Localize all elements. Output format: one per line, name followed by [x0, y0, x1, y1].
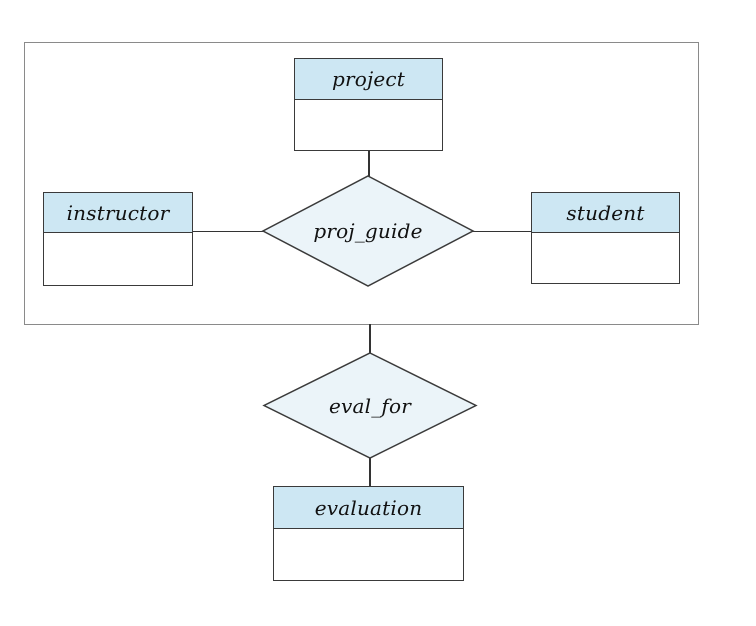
entity-evaluation-name: evaluation [274, 487, 463, 529]
entity-project-name: project [295, 59, 442, 100]
entity-student: student [531, 192, 680, 284]
entity-evaluation: evaluation [273, 486, 464, 581]
entity-project: project [294, 58, 443, 151]
entity-instructor: instructor [43, 192, 193, 286]
relationship-proj-guide: proj_guide [261, 175, 475, 287]
aggregation-box [24, 42, 699, 325]
entity-student-attributes [532, 233, 679, 283]
entity-instructor-name: instructor [44, 193, 192, 233]
entity-project-attributes [295, 100, 442, 150]
connector-projguide-student [472, 230, 532, 232]
diamond-shape-proj-guide [261, 175, 475, 287]
entity-evaluation-attributes [274, 529, 463, 580]
relationship-eval-for: eval_for [262, 352, 478, 459]
connector-evalfor-evaluation [369, 458, 371, 486]
entity-student-name: student [532, 193, 679, 233]
relationship-proj-guide-label: proj_guide [313, 219, 423, 243]
connector-project-projguide [368, 151, 370, 177]
diamond-shape-eval-for [262, 352, 478, 459]
connector-instructor-projguide [192, 230, 264, 232]
relationship-eval-for-label: eval_for [328, 393, 412, 418]
connector-aggregation-evalfor [369, 324, 371, 353]
entity-instructor-attributes [44, 233, 192, 285]
